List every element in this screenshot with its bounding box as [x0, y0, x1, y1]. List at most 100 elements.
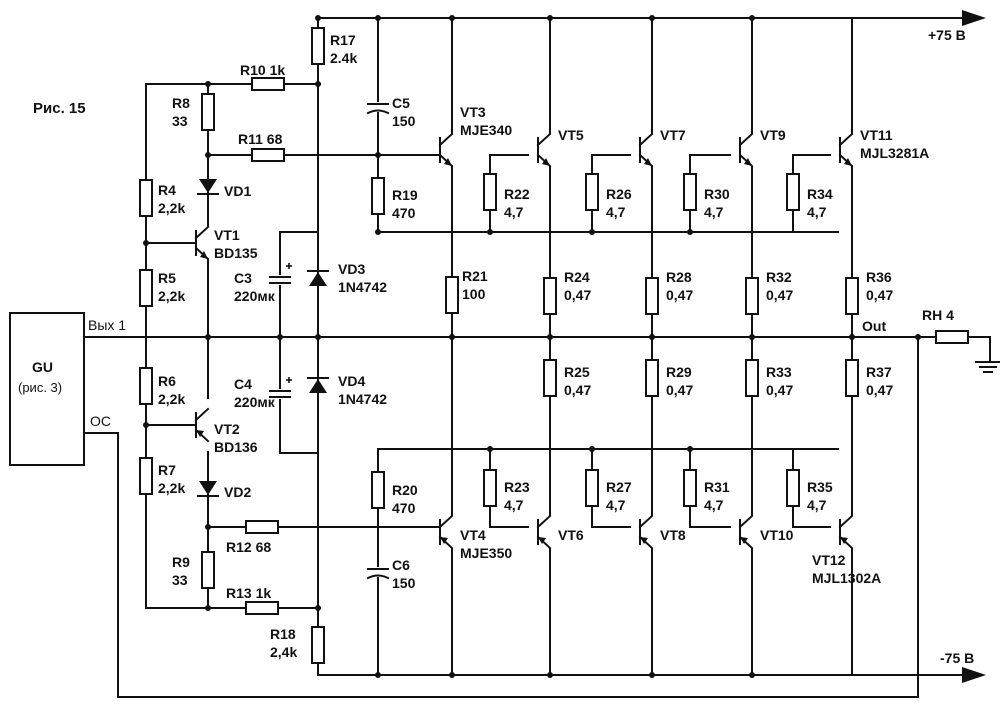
vt6-symbol	[536, 514, 552, 550]
vd1-diode-triangle	[199, 179, 217, 193]
r6-designator: R6	[158, 373, 176, 389]
vt10-symbol	[738, 514, 754, 550]
r27-designator: R27	[606, 479, 632, 495]
vd4-symbol	[306, 373, 330, 397]
junction-dot	[315, 605, 321, 611]
c3-designator: C3	[234, 270, 252, 286]
gu-out-label: Вых 1	[88, 317, 126, 333]
r28-designator: R28	[666, 269, 692, 285]
r22-symbol	[483, 173, 497, 211]
r6-value: 2,2k	[158, 391, 185, 407]
r19-resistor-body	[371, 177, 385, 215]
r26-resistor-body	[585, 173, 599, 211]
r10-1k-resistor-body	[251, 77, 285, 91]
vt5-emitter-arrow	[542, 158, 550, 166]
junction-dot	[449, 334, 455, 340]
junction-dot	[205, 334, 211, 340]
r25-value: 0,47	[564, 382, 591, 398]
r12-68-designator: R12 68	[226, 539, 271, 555]
vt1-designator: VT1	[214, 227, 240, 243]
r28-resistor-body	[645, 277, 659, 315]
vt9-emitter-arrow	[744, 158, 752, 166]
gu-subtitle: (рис. 3)	[18, 380, 62, 395]
r18-symbol	[311, 626, 325, 664]
r36-symbol	[845, 277, 859, 315]
vd2-symbol	[196, 477, 220, 501]
junction-dot	[589, 229, 595, 235]
r33-resistor-body	[745, 359, 759, 397]
r19-value: 470	[392, 205, 416, 221]
junction-dot	[649, 334, 655, 340]
c5-value: 150	[392, 113, 416, 129]
r9-designator: R9	[172, 554, 190, 570]
gu-title: GU	[32, 359, 53, 375]
r24-designator: R24	[564, 269, 590, 285]
r18-designator: R18	[270, 626, 296, 642]
r13-1k-designator: R13 1k	[226, 585, 271, 601]
r27-resistor-body	[585, 469, 599, 507]
r28-symbol	[645, 277, 659, 315]
vt12-symbol	[838, 514, 854, 550]
junction-dot	[687, 229, 693, 235]
r12-68-resistor-body	[245, 520, 279, 534]
junction-dot	[547, 15, 553, 21]
r20-value: 470	[392, 500, 416, 516]
r29-value: 0,47	[666, 382, 693, 398]
r11-68-resistor-body	[251, 148, 285, 162]
r35-designator: R35	[807, 479, 833, 495]
r37-resistor-body	[845, 359, 859, 397]
r7-designator: R7	[158, 462, 176, 478]
r8-value: 33	[172, 113, 188, 129]
r31-resistor-body	[683, 469, 697, 507]
c5-gap	[366, 102, 390, 112]
vt5-collector-lead	[536, 132, 552, 147]
r23-designator: R23	[504, 479, 530, 495]
r22-resistor-body	[483, 173, 497, 211]
r18-resistor-body	[311, 626, 325, 664]
r25-designator: R25	[564, 364, 590, 380]
vt8-symbol	[638, 514, 654, 550]
vt4-emitter-arrow	[440, 537, 448, 544]
gu-block	[9, 312, 85, 466]
r27-value: 4,7	[606, 497, 626, 513]
r8-designator: R8	[172, 95, 190, 111]
vd4-designator: VD4	[338, 373, 365, 389]
vt12-designator: VT12	[812, 552, 846, 568]
c6-symbol	[366, 567, 390, 580]
positive-rail-label: +75 В	[928, 27, 966, 43]
junction-dot	[205, 524, 211, 530]
r37-value: 0,47	[866, 382, 893, 398]
r11-68-symbol	[251, 148, 285, 162]
vt11-designator: VT11	[860, 127, 893, 143]
vt11-symbol	[838, 132, 854, 168]
vd1-symbol	[196, 175, 220, 199]
r8-symbol	[201, 93, 215, 131]
r23-value: 4,7	[504, 497, 524, 513]
junction-dot	[649, 672, 655, 678]
c5-designator: C5	[392, 95, 410, 111]
vt1-symbol	[194, 225, 210, 261]
junction-dot	[449, 672, 455, 678]
c5-plate-2	[366, 109, 390, 115]
negative-rail-label: -75 В	[940, 650, 974, 666]
r19-designator: R19	[392, 187, 418, 203]
junction-dot	[375, 672, 381, 678]
vt6-collector-lead	[536, 514, 552, 529]
c6-value: 150	[392, 575, 416, 591]
vd1-designator: VD1	[224, 183, 251, 199]
r29-symbol	[645, 359, 659, 397]
vd4-value: 1N4742	[338, 391, 387, 407]
r34-value: 4,7	[807, 204, 827, 220]
r35-symbol	[786, 469, 800, 507]
r9-symbol	[201, 551, 215, 589]
junction-dot	[375, 229, 381, 235]
vt3-emitter-arrow	[444, 158, 452, 166]
r24-symbol	[543, 277, 557, 315]
c-loop-wire	[279, 231, 319, 454]
r17-designator: R17	[330, 32, 356, 48]
r30-symbol	[683, 173, 697, 211]
r22-value: 4,7	[504, 204, 524, 220]
vd3-diode-triangle	[309, 272, 327, 286]
vt10-emitter-arrow	[740, 537, 748, 544]
vt8-collector-lead	[638, 514, 654, 529]
